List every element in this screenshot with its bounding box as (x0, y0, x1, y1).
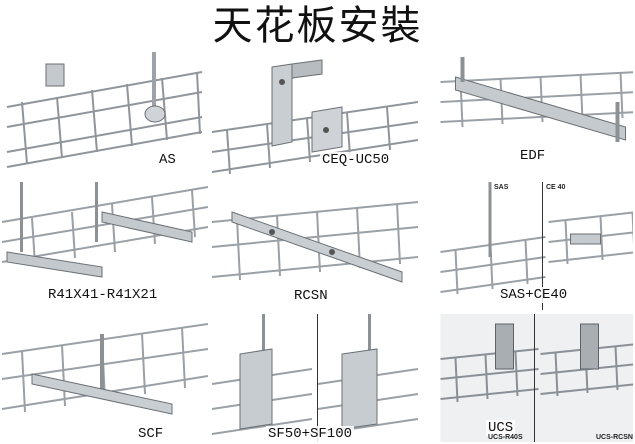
panel-r41x41-r41x21: R41X41-R41X21 (2, 182, 208, 310)
sublabel: SAS (494, 184, 509, 191)
caption: AS (157, 152, 178, 168)
divider (542, 182, 543, 310)
panel-rcsn: RCSN (212, 182, 418, 310)
wire-tray-illustration (2, 182, 208, 278)
sublabel: CE 40 (546, 184, 566, 191)
wire-tray-illustration (2, 323, 208, 415)
divider (317, 314, 318, 442)
panel-scf: SCF (2, 314, 208, 442)
panel-sas-ce40: SAS CE 40 SAS+CE40 (436, 182, 633, 310)
caption: UCS (486, 420, 516, 436)
sublabel: UCS-R40S (488, 434, 523, 441)
panel-as: AS (2, 52, 208, 180)
panel-edf: EDF (436, 52, 633, 180)
wire-tray-illustration (440, 57, 633, 142)
panel-ucs: UCS UCS-R40S UCS-RCSN (436, 314, 633, 442)
sublabel: UCS-RCSN (596, 434, 633, 441)
product-grid: AS CEQ-UC50 EDF (2, 52, 633, 444)
panel-sf50-sf100: SF50+SF100 (212, 314, 418, 442)
caption: CEQ-UC50 (320, 152, 392, 168)
caption: SF50+SF100 (266, 426, 355, 442)
wire-tray-illustration (212, 314, 418, 435)
wire-tray-illustration (212, 59, 418, 175)
wire-tray-illustration (212, 201, 418, 283)
panel-ceq-uc50: CEQ-UC50 (212, 52, 418, 180)
caption: SCF (136, 426, 166, 442)
wire-tray-illustration (6, 52, 203, 168)
divider (534, 314, 535, 442)
caption: SAS+CE40 (498, 287, 570, 303)
caption: RCSN (292, 288, 330, 304)
page-title: 天花板安裝 (212, 3, 423, 49)
caption: EDF (518, 148, 548, 164)
wire-tray-illustration (440, 314, 633, 442)
wire-tray-illustration (440, 182, 633, 295)
caption: R41X41-R41X21 (46, 287, 160, 303)
